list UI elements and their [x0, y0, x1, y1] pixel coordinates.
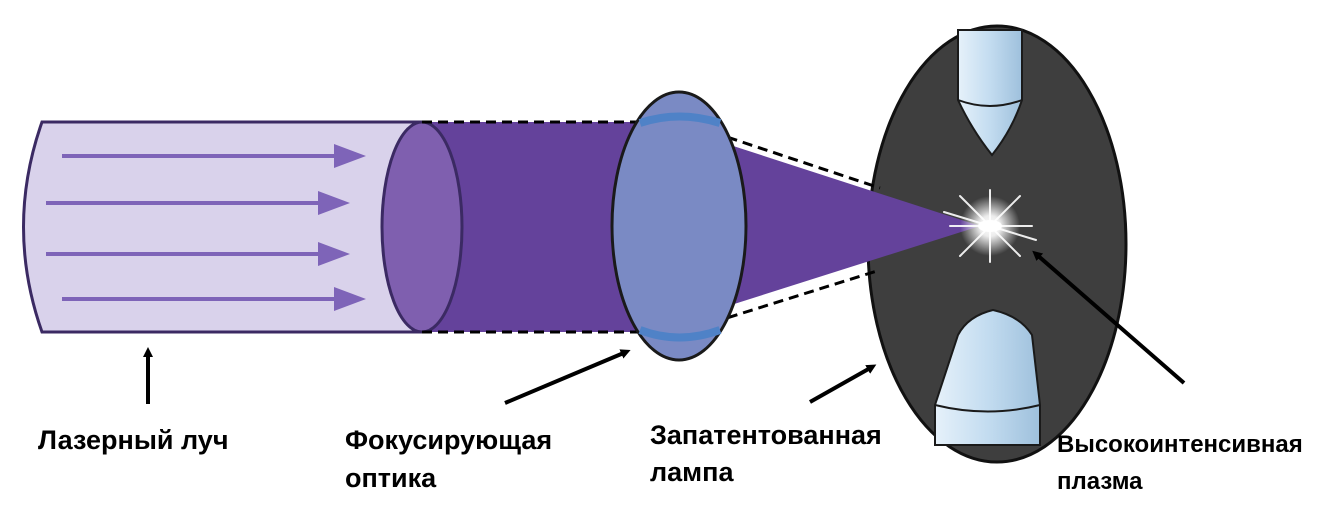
label-high-intensity-plasma: Высокоинтенсивная плазма — [1057, 426, 1303, 500]
pointer-arrows — [143, 250, 1186, 405]
beam-cylinder — [422, 122, 640, 332]
label-patented-lamp: Запатентованная лампа — [650, 417, 882, 491]
label-laser-beam-text: Лазерный луч — [38, 425, 229, 455]
label-laser-beam: Лазерный луч — [38, 421, 229, 459]
label-patented-lamp-line2: лампа — [650, 457, 734, 487]
label-focusing-optics: Фокусирующая оптика — [345, 421, 552, 497]
focused-cone — [690, 132, 980, 318]
plasma-glow-icon — [943, 189, 1037, 263]
lamp-pointer-arrow — [809, 364, 877, 404]
beam-arrows — [46, 144, 366, 311]
beam-arrow-4-icon — [62, 287, 366, 311]
plasma-pointer-arrow — [1032, 250, 1186, 385]
beam-arrow-3-icon — [46, 242, 350, 266]
label-patented-lamp-line1: Запатентованная — [650, 420, 882, 450]
label-high-intensity-plasma-line2: плазма — [1057, 468, 1143, 495]
laser-beam-tube — [22, 120, 424, 334]
beam-face — [380, 120, 464, 334]
beam-arrow-2-icon — [46, 191, 350, 215]
beam-arrow-1-icon — [62, 144, 366, 168]
label-focusing-optics-line2: оптика — [345, 463, 437, 493]
lower-electrode — [934, 308, 1041, 446]
upper-electrode — [957, 29, 1023, 157]
focusing-lens — [610, 90, 748, 362]
label-high-intensity-plasma-line1: Высокоинтенсивная — [1057, 431, 1303, 458]
label-focusing-optics-line1: Фокусирующая — [345, 425, 553, 455]
optics-pointer-arrow — [504, 349, 631, 405]
